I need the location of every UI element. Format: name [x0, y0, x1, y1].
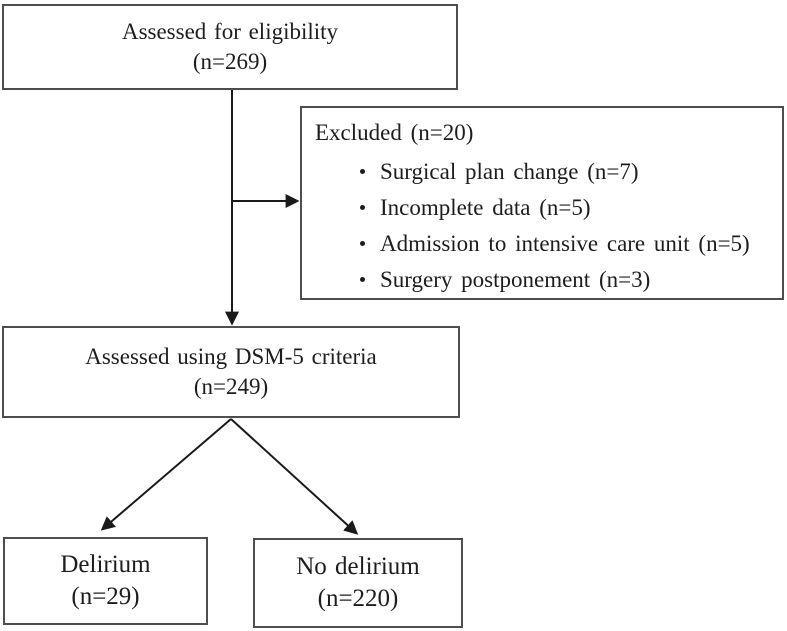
bullet-icon — [360, 205, 365, 211]
no-delirium-label: No delirium — [296, 553, 420, 580]
excluded-reason-item: Admission to intensive care unit (n=5) — [315, 226, 774, 262]
delirium-label: Delirium — [60, 551, 151, 578]
dsm5-label: Assessed using DSM-5 criteria — [85, 344, 377, 369]
eligibility-label: Assessed for eligibility — [121, 19, 339, 44]
delirium-count: (n=29) — [71, 583, 140, 610]
excluded-reason-item: Surgery postponement (n=3) — [315, 262, 774, 298]
excluded-box: Excluded (n=20) Surgical plan change (n=… — [300, 106, 784, 300]
excluded-reason-text: Surgery postponement (n=3) — [380, 267, 651, 292]
excluded-reason-text: Admission to intensive care unit (n=5) — [380, 231, 750, 256]
excluded-title: Excluded (n=20) — [315, 120, 474, 145]
excluded-reason-text: Surgical plan change (n=7) — [380, 159, 639, 184]
bullet-icon — [360, 241, 365, 247]
eligibility-box: Assessed for eligibility (n=269) — [2, 4, 458, 90]
excluded-reasons-list: Surgical plan change (n=7) Incomplete da… — [315, 154, 774, 298]
no-delirium-count: (n=220) — [317, 585, 399, 612]
eligibility-count: (n=269) — [192, 49, 268, 74]
excluded-reason-text: Incomplete data (n=5) — [380, 195, 591, 220]
arrow-dsm5-to-delirium — [100, 418, 232, 531]
no-delirium-box: No delirium (n=220) — [253, 538, 463, 628]
dsm5-count: (n=249) — [193, 374, 269, 399]
delirium-box: Delirium (n=29) — [3, 537, 208, 625]
arrow-dsm5-to-no-delirium — [230, 418, 359, 535]
excluded-reason-item: Surgical plan change (n=7) — [315, 154, 774, 190]
bullet-icon — [360, 169, 365, 175]
excluded-reason-item: Incomplete data (n=5) — [315, 190, 774, 226]
bullet-icon — [360, 277, 365, 283]
dsm5-assessment-box: Assessed using DSM-5 criteria (n=249) — [2, 326, 460, 418]
